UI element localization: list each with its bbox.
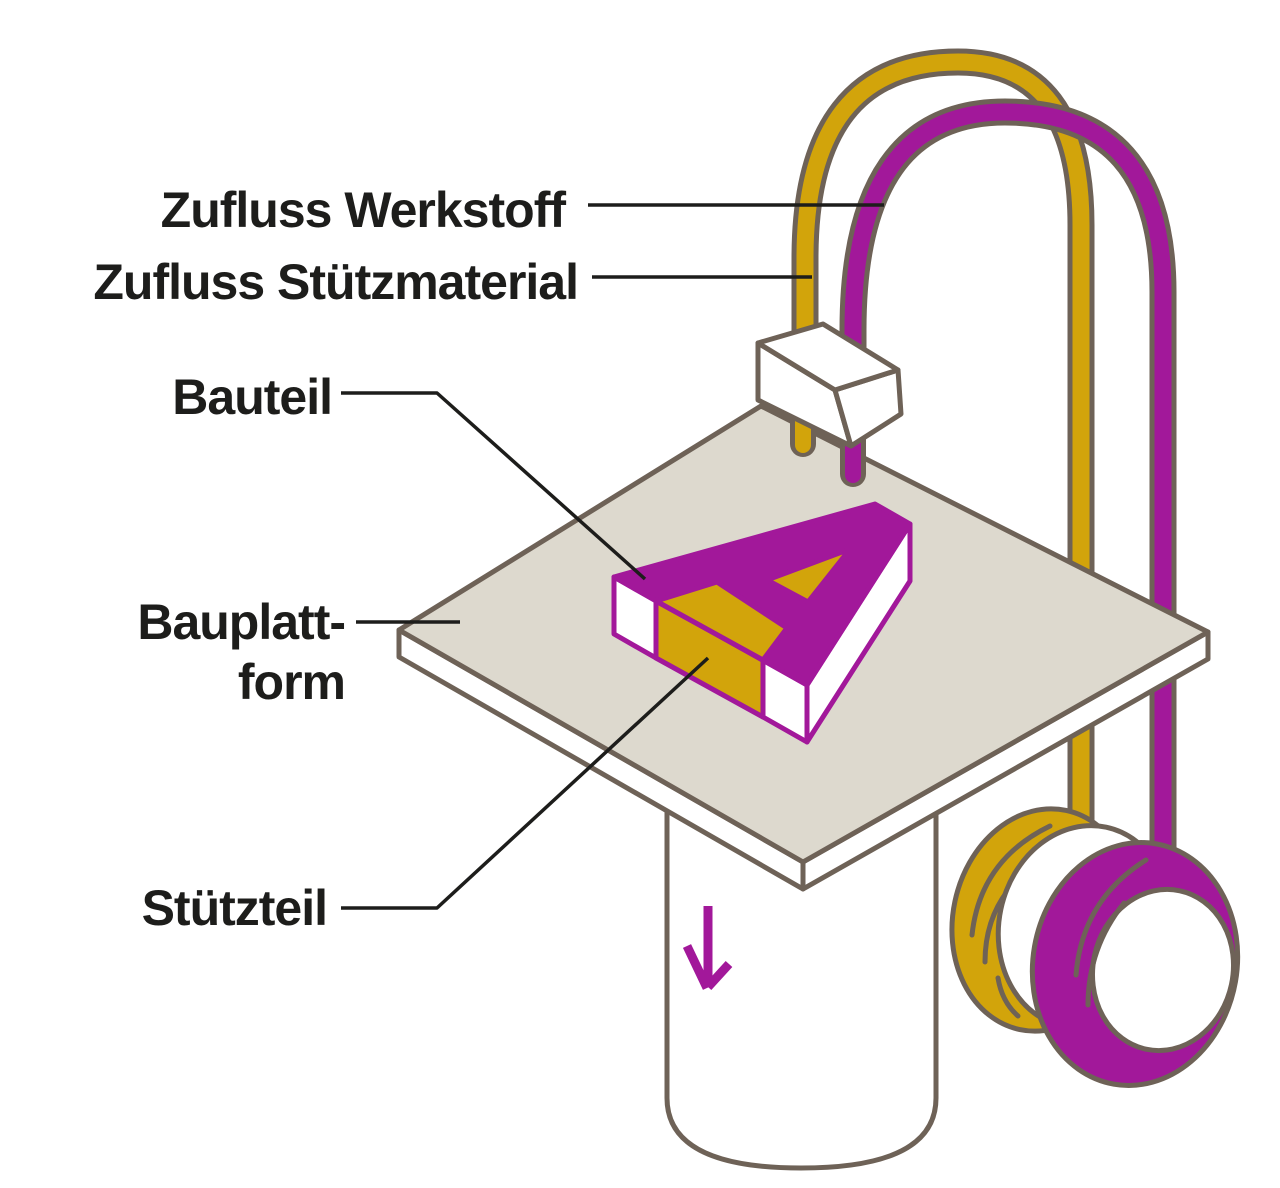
material-spool-windings: [1073, 857, 1149, 1008]
label-platform: Bauplatt- form: [137, 592, 346, 712]
label-platform-line2: form: [237, 654, 346, 710]
support-material-feed-tube: [791, 48, 1095, 852]
leader-lines: [341, 203, 884, 910]
print-head: [755, 321, 904, 449]
label-platform-line1: Bauplatt-: [137, 594, 346, 650]
label-material-feed: Zufluss Werkstoff: [160, 182, 566, 238]
down-arrow-icon: [682, 906, 733, 991]
label-support: Stützteil: [141, 880, 328, 936]
printed-part-a: [611, 501, 913, 745]
leader-support: [341, 656, 710, 910]
leader-part: [341, 391, 647, 581]
support-top-face: [653, 579, 790, 663]
label-support-feed: Zufluss Stützmaterial: [93, 254, 579, 310]
support-counter-triangle: [764, 546, 853, 605]
material-feed-tube: [839, 98, 1177, 899]
material-spool: [1029, 840, 1241, 1088]
print-head-top-face: [755, 321, 901, 393]
label-part: Bauteil: [172, 369, 333, 425]
platform-column: [664, 797, 939, 1171]
